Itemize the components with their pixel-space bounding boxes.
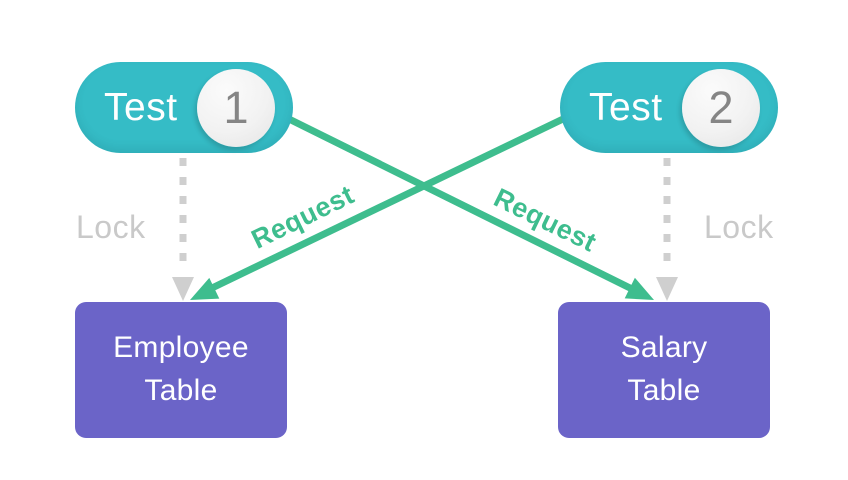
table-node-salary: Salary Table <box>558 302 770 438</box>
lock-arrowhead-test1-employee-icon <box>172 277 194 301</box>
request-arrow-test2-employee <box>210 115 565 292</box>
table-node-employee: Employee Table <box>75 302 287 438</box>
lock-label-right: Lock <box>704 209 774 245</box>
lock-label-left: Lock <box>76 209 146 245</box>
transaction-test1-label: Test <box>104 85 178 129</box>
request-arrowhead-test2-employee-icon <box>190 277 220 300</box>
transaction-test2-label: Test <box>589 85 663 129</box>
table-employee-label-line1: Employee <box>113 331 249 365</box>
request-arrowhead-test1-salary-icon <box>624 277 654 300</box>
transaction-node-test1: Test 1 <box>75 62 293 153</box>
table-salary-label-line2: Table <box>627 374 701 407</box>
table-salary-label-line1: Salary <box>620 331 708 365</box>
lock-arrowhead-test2-salary-icon <box>656 277 678 301</box>
transaction-node-test2: Test 2 <box>560 62 778 153</box>
transaction-test1-number-badge: 1 <box>197 68 275 147</box>
table-employee-label-line2: Table <box>144 374 218 407</box>
request-arrow-test1-salary <box>287 115 634 293</box>
transaction-test2-number-badge: 2 <box>682 68 760 147</box>
